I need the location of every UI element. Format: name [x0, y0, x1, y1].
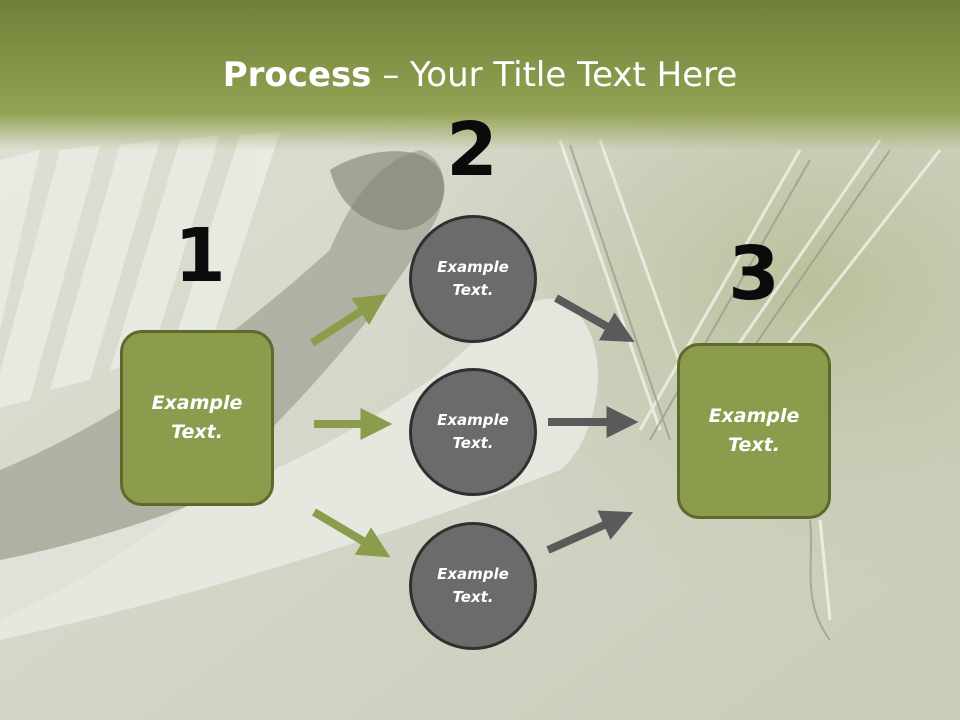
input-box: Example Text.	[120, 330, 274, 506]
slide-title-bold: Process	[222, 55, 372, 95]
step-number-1: 1	[174, 213, 226, 299]
input-box-text: Example Text.	[151, 392, 243, 443]
step-number-2: 2	[446, 107, 498, 193]
circle-top-text: Example Text.	[437, 258, 509, 299]
arrow-to-circle-bottom	[311, 508, 391, 558]
arrow-from-circle-bottom	[546, 510, 634, 554]
step-number-3: 3	[728, 231, 780, 317]
circle-top: Example Text.	[409, 215, 537, 343]
slide-title-rest: – Your Title Text Here	[371, 55, 738, 95]
circle-bottom: Example Text.	[409, 522, 537, 650]
circle-middle: Example Text.	[409, 368, 537, 496]
title-bar-gradient	[0, 0, 960, 150]
circle-bottom-text: Example Text.	[437, 565, 509, 606]
title-bar	[0, 0, 960, 150]
output-box: Example Text.	[677, 343, 831, 519]
output-box-text: Example Text.	[708, 405, 800, 456]
slide-title: Process – Your Title Text Here	[0, 52, 960, 98]
arrow-from-circle-top	[554, 294, 635, 343]
circle-middle-text: Example Text.	[437, 411, 509, 452]
arrow-to-circle-top	[309, 294, 388, 347]
